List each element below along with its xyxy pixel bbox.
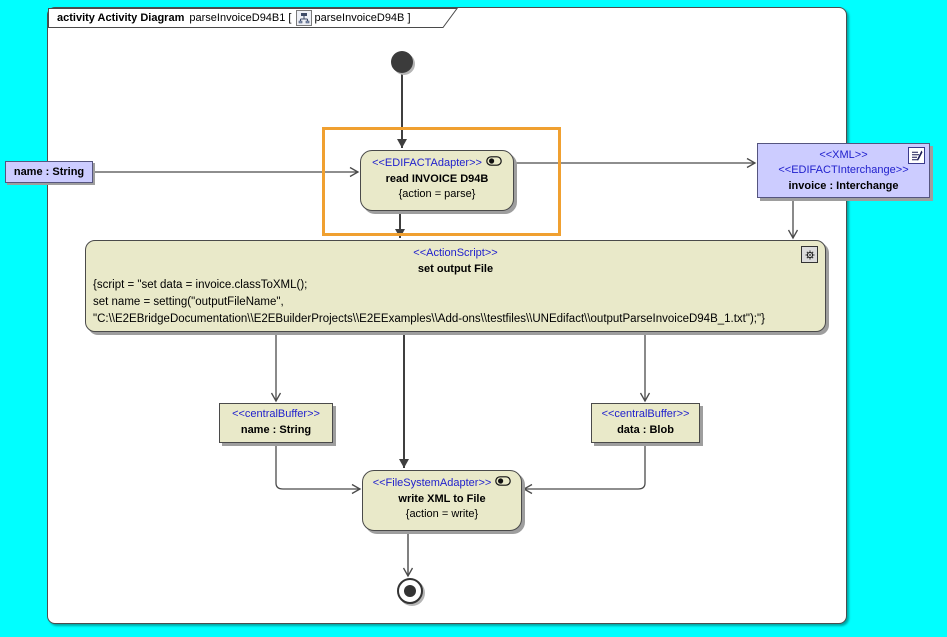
stereotype-xml-label: <<XML>> <box>819 149 868 161</box>
tab-pentagon-shape <box>48 8 458 28</box>
script-line-1: {script = "set data = invoice.classToXML… <box>93 279 308 291</box>
action-write-xml-to-file[interactable]: <<FileSystemAdapter>> write XML to File … <box>362 470 522 531</box>
adapter-icon <box>495 476 512 491</box>
stereotype-label: <<ActionScript>> <box>413 247 498 259</box>
central-buffer-name-string[interactable]: <<centralBuffer>> name : String <box>219 403 333 443</box>
pin-label-text: name : String <box>13 166 85 178</box>
stereotype-label: <<centralBuffer>> <box>232 408 320 420</box>
action-name: set output File <box>417 263 494 275</box>
activity-diagram-icon <box>295 10 312 26</box>
activity-final-node[interactable] <box>397 578 423 604</box>
diagram-ref-label: parseInvoiceD94B ] <box>314 12 411 24</box>
script-line-3: "C:\\E2EBridgeDocumentation\\E2EBuilderP… <box>93 313 765 325</box>
action-constraint: {action = write} <box>405 508 479 520</box>
central-buffer-data-blob[interactable]: <<centralBuffer>> data : Blob <box>591 403 700 443</box>
stereotype-interchange-label: <<EDIFACTInterchange>> <box>778 164 909 176</box>
script-line-2: set name = setting("outputFileName", <box>93 296 284 308</box>
final-node-dot <box>404 585 416 597</box>
action-constraint: {action = parse} <box>398 188 476 200</box>
action-set-output-file[interactable]: <<ActionScript>> set output File {script… <box>85 240 826 332</box>
selection-highlight-box <box>322 127 561 236</box>
object-invoice-interchange[interactable]: <<XML>> <<EDIFACTInterchange>> invoice :… <box>757 143 930 198</box>
object-name: invoice : Interchange <box>788 180 899 192</box>
stereotype-label: <<FileSystemAdapter>> <box>372 477 492 489</box>
initial-node[interactable] <box>391 51 413 73</box>
action-read-invoice[interactable]: <<EDIFACTAdapter>> read INVOICE D94B {ac… <box>360 150 514 211</box>
pin-label-name-string[interactable]: name : String <box>5 161 93 183</box>
frame-title-tab[interactable]: activity Activity Diagram parseInvoiceD9… <box>48 8 460 28</box>
action-name: read INVOICE D94B <box>385 173 489 185</box>
diagram-kind-label: activity Activity Diagram <box>57 12 185 24</box>
buffer-name-text: data : Blob <box>617 424 674 436</box>
adapter-icon <box>486 156 502 171</box>
xml-document-icon <box>908 147 925 164</box>
gear-icon <box>801 246 818 263</box>
stereotype-label: <<EDIFACTAdapter>> <box>372 157 482 169</box>
diagram-name-label: parseInvoiceD94B1 [ <box>189 12 292 24</box>
action-name: write XML to File <box>398 493 486 505</box>
buffer-name-text: name : String <box>240 424 312 436</box>
stereotype-label: <<centralBuffer>> <box>601 408 690 420</box>
